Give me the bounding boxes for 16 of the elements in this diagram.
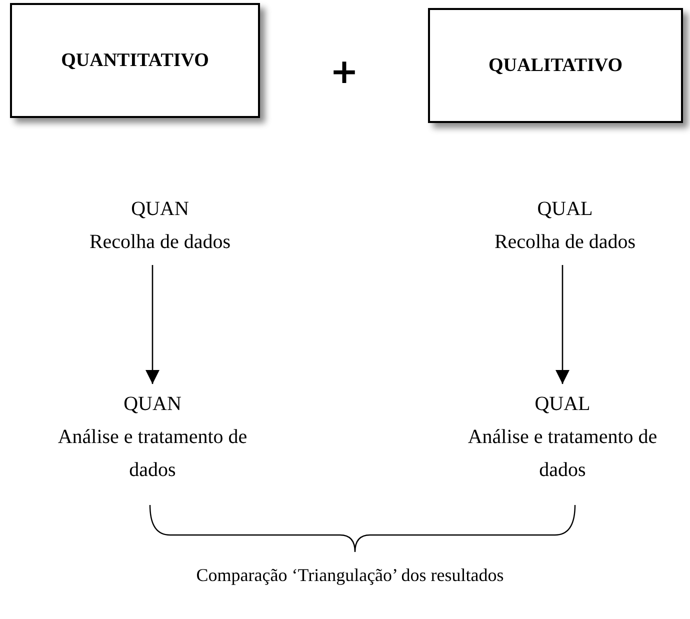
arrow [556, 265, 570, 384]
plus-sign: + [330, 52, 358, 92]
method-box [10, 3, 260, 118]
arrow [146, 265, 160, 384]
box-title: QUANTITATIVO [61, 50, 209, 72]
result-text: Comparação ‘Triangulação’ dos resultados [195, 565, 505, 586]
step-heading: QUAL [534, 392, 590, 417]
step-heading: QUAN [124, 392, 182, 417]
method-box [428, 8, 683, 123]
step-text: Recolha de dados [89, 230, 231, 255]
box-title: QUALITATIVO [488, 54, 623, 76]
step-heading: QUAL [537, 197, 593, 222]
step-text: Análise e tratamento de dados [56, 425, 248, 483]
step-text: Recolha de dados [494, 230, 636, 255]
step-text: Análise e tratamento de dados [466, 425, 658, 483]
step-heading: QUAN [131, 197, 189, 222]
